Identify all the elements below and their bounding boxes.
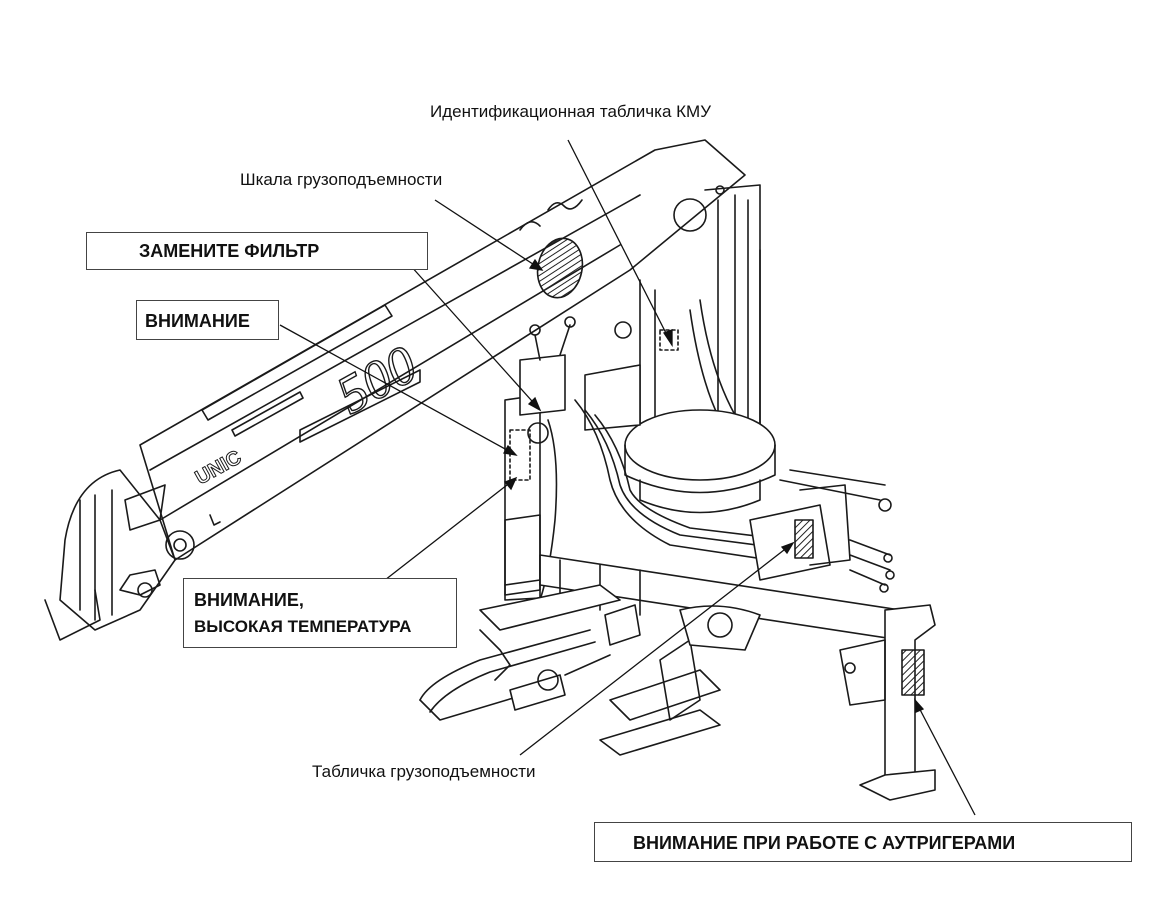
leader-id-plate xyxy=(567,139,673,346)
capacity-scale-label: Шкала грузоподъемности xyxy=(240,170,443,189)
replace-filter-frame: ЗАМЕНИТЕ ФИЛЬТР xyxy=(86,232,428,270)
caution-hot-label-line2: ВЫСОКАЯ ТЕМПЕРАТУРА xyxy=(194,617,412,636)
hydraulic-lines xyxy=(574,399,892,561)
base-frame xyxy=(419,484,936,801)
caution-hot-label-line1: ВНИМАНИЕ, xyxy=(194,590,304,610)
caution-frame: ВНИМАНИЕ xyxy=(136,300,279,340)
outrigger-caution-label: ВНИМАНИЕ ПРИ РАБОТЕ С АУТРИГЕРАМИ xyxy=(633,833,1016,853)
outrigger-decal xyxy=(901,649,925,696)
replace-filter-label: ЗАМЕНИТЕ ФИЛЬТР xyxy=(139,241,320,261)
caution-label: ВНИМАНИЕ xyxy=(145,311,250,331)
leader-outrigger xyxy=(914,699,976,816)
capacity-scale-decal xyxy=(536,237,584,299)
boom xyxy=(44,139,746,641)
id-plate-label: Идентификационная табличка КМУ xyxy=(430,102,712,121)
leader-replace-filter xyxy=(409,264,541,411)
leader-capacity-plate xyxy=(519,542,794,756)
capacity-plate-decal xyxy=(794,519,814,559)
outrigger-caution-frame: ВНИМАНИЕ ПРИ РАБОТЕ С АУТРИГЕРАМИ xyxy=(594,822,1132,862)
capacity-plate-label: Табличка грузоподъемности xyxy=(312,762,536,781)
leader-caution-hot xyxy=(384,477,517,581)
leader-caution xyxy=(279,324,517,456)
leader-capacity-scale xyxy=(434,199,543,271)
caution-hot-frame: ВНИМАНИЕ, ВЫСОКАЯ ТЕМПЕРАТУРА xyxy=(183,578,457,648)
column xyxy=(624,184,776,514)
